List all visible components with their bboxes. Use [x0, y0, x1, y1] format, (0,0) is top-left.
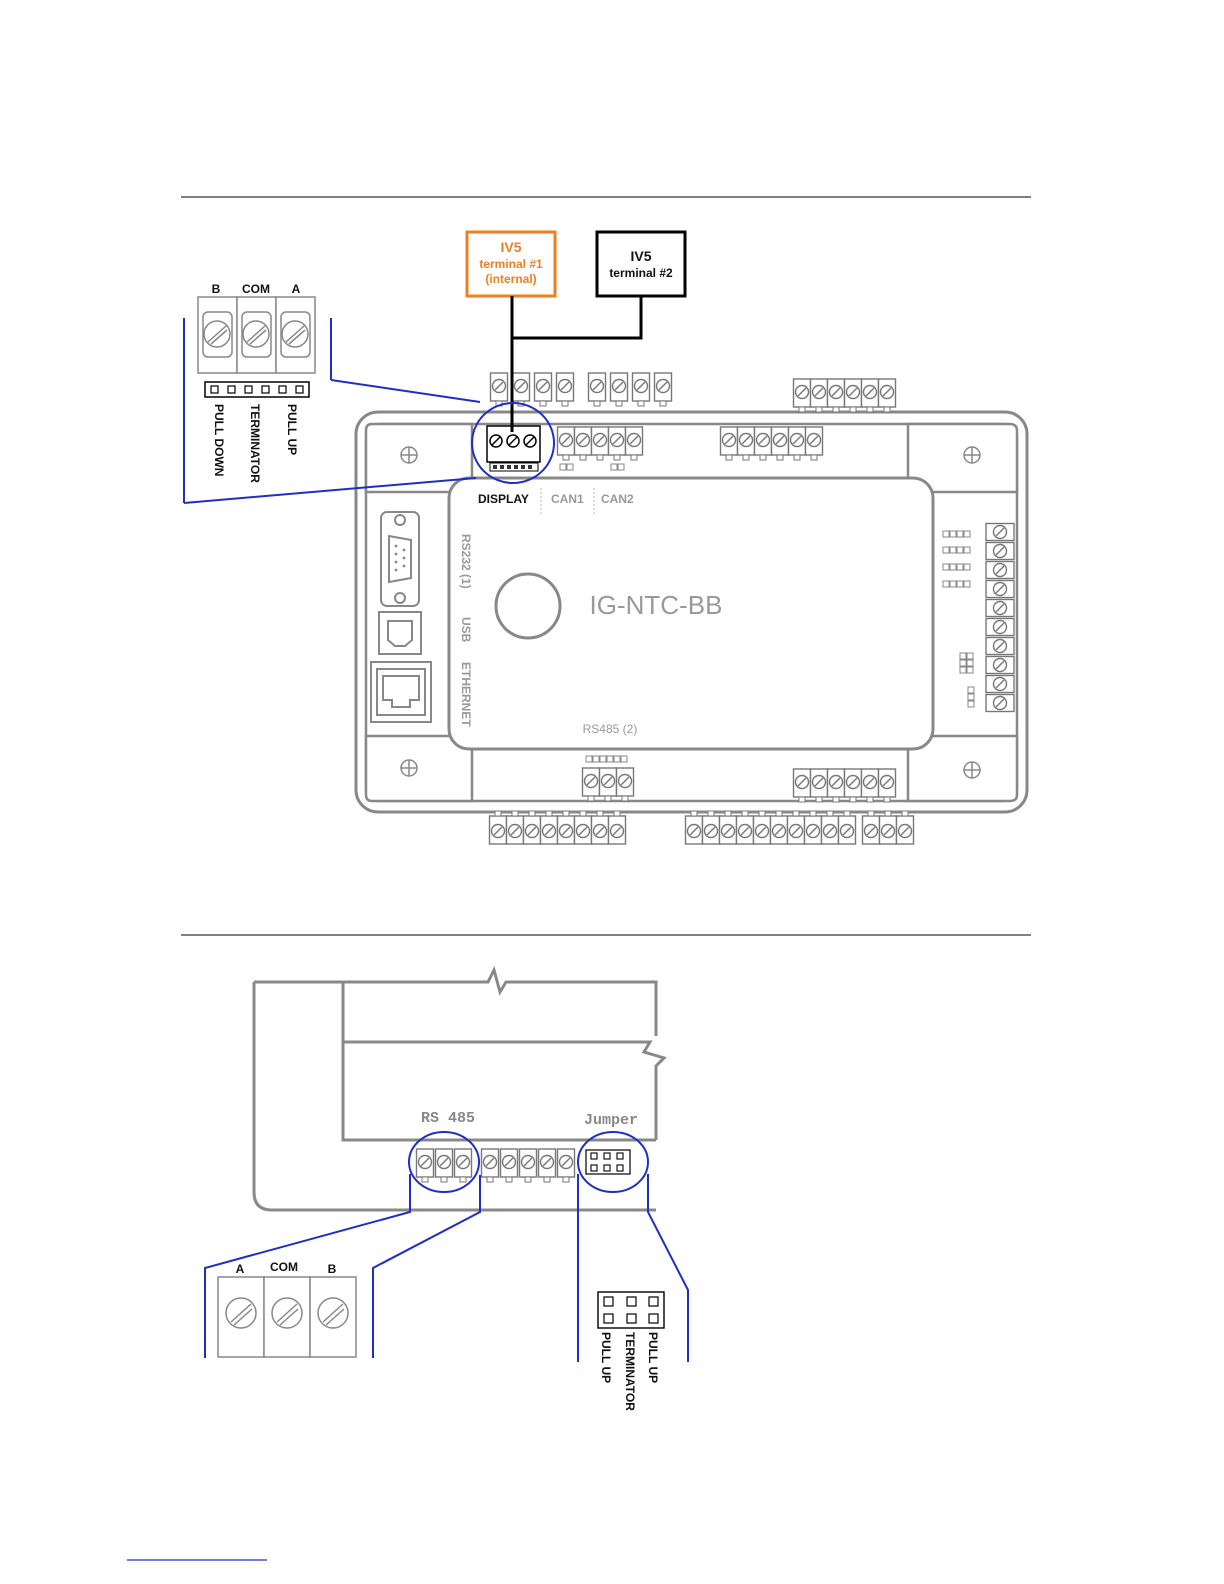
top-terminal-block-1	[491, 373, 896, 412]
zoom2-pin-com: COM	[270, 1260, 298, 1274]
iv5-terminal-1-line1: terminal #1	[479, 257, 543, 271]
iv5-terminal-2-title: IV5	[630, 248, 651, 264]
diagram2-terminal-row	[417, 1149, 575, 1182]
zoom1-pin-b: B	[212, 282, 221, 296]
rs232-connector-icon	[381, 512, 419, 606]
zoom1-pin-com: COM	[242, 282, 270, 296]
bottom-terminal-blocks	[490, 811, 914, 844]
diagram2-jumper-block	[586, 1150, 630, 1174]
iv5-terminal-1-title: IV5	[500, 239, 521, 255]
usb-connector-icon	[379, 612, 421, 654]
jumper-label: Jumper	[584, 1112, 638, 1129]
port-usb-label: USB	[459, 617, 473, 643]
port-display-label: DISPLAY	[478, 492, 529, 506]
zoom2-pin-b: B	[328, 1262, 337, 1276]
iv5-terminal-2-line1: terminal #2	[609, 266, 673, 280]
zoom2-pin-a: A	[236, 1262, 245, 1276]
diagram-1: IV5 terminal #1 (internal) IV5 terminal …	[184, 232, 1027, 844]
zoom-connector-1: B COM A PULL DOWN TERMINATOR	[198, 282, 315, 483]
zoom1-jumper-pull-down: PULL DOWN	[212, 404, 226, 476]
zoom2-jumper-pull-up-right: PULL UP	[646, 1332, 660, 1383]
zoom-connector-2: A COM B	[218, 1260, 356, 1357]
zoom1-jumper-terminator: TERMINATOR	[248, 404, 262, 483]
diagram-2: RS 485 Jumper A COM B	[205, 970, 688, 1411]
zoom2-jumper-terminator: TERMINATOR	[623, 1332, 637, 1411]
rs485-label: RS 485	[421, 1110, 475, 1127]
port-can2-label: CAN2	[601, 492, 634, 506]
zoom2-jumper-pull-up-left: PULL UP	[599, 1332, 613, 1383]
port-can1-label: CAN1	[551, 492, 584, 506]
zoom1-jumper-pull-up: PULL UP	[285, 404, 299, 455]
port-ethernet-label: ETHERNET	[459, 662, 473, 727]
port-rs232-label: RS232 (1)	[459, 534, 473, 589]
top-right-inner-terminal	[721, 427, 823, 460]
ethernet-connector-icon	[371, 662, 431, 722]
display-connector	[487, 426, 540, 471]
iv5-terminal-2-box: IV5 terminal #2	[597, 232, 685, 296]
zoom-jumper-2: PULL UP TERMINATOR PULL UP	[598, 1292, 664, 1411]
zoom1-pin-a: A	[292, 282, 301, 296]
bottom-right-inner-terminal	[794, 769, 896, 802]
controller-name: IG-NTC-BB	[590, 590, 723, 620]
port-rs485-label: RS485 (2)	[583, 722, 638, 736]
iv5-terminal-1-box: IV5 terminal #1 (internal)	[467, 232, 555, 296]
iv5-terminal-1-line2: (internal)	[485, 272, 536, 286]
display-button-circle	[496, 574, 560, 638]
